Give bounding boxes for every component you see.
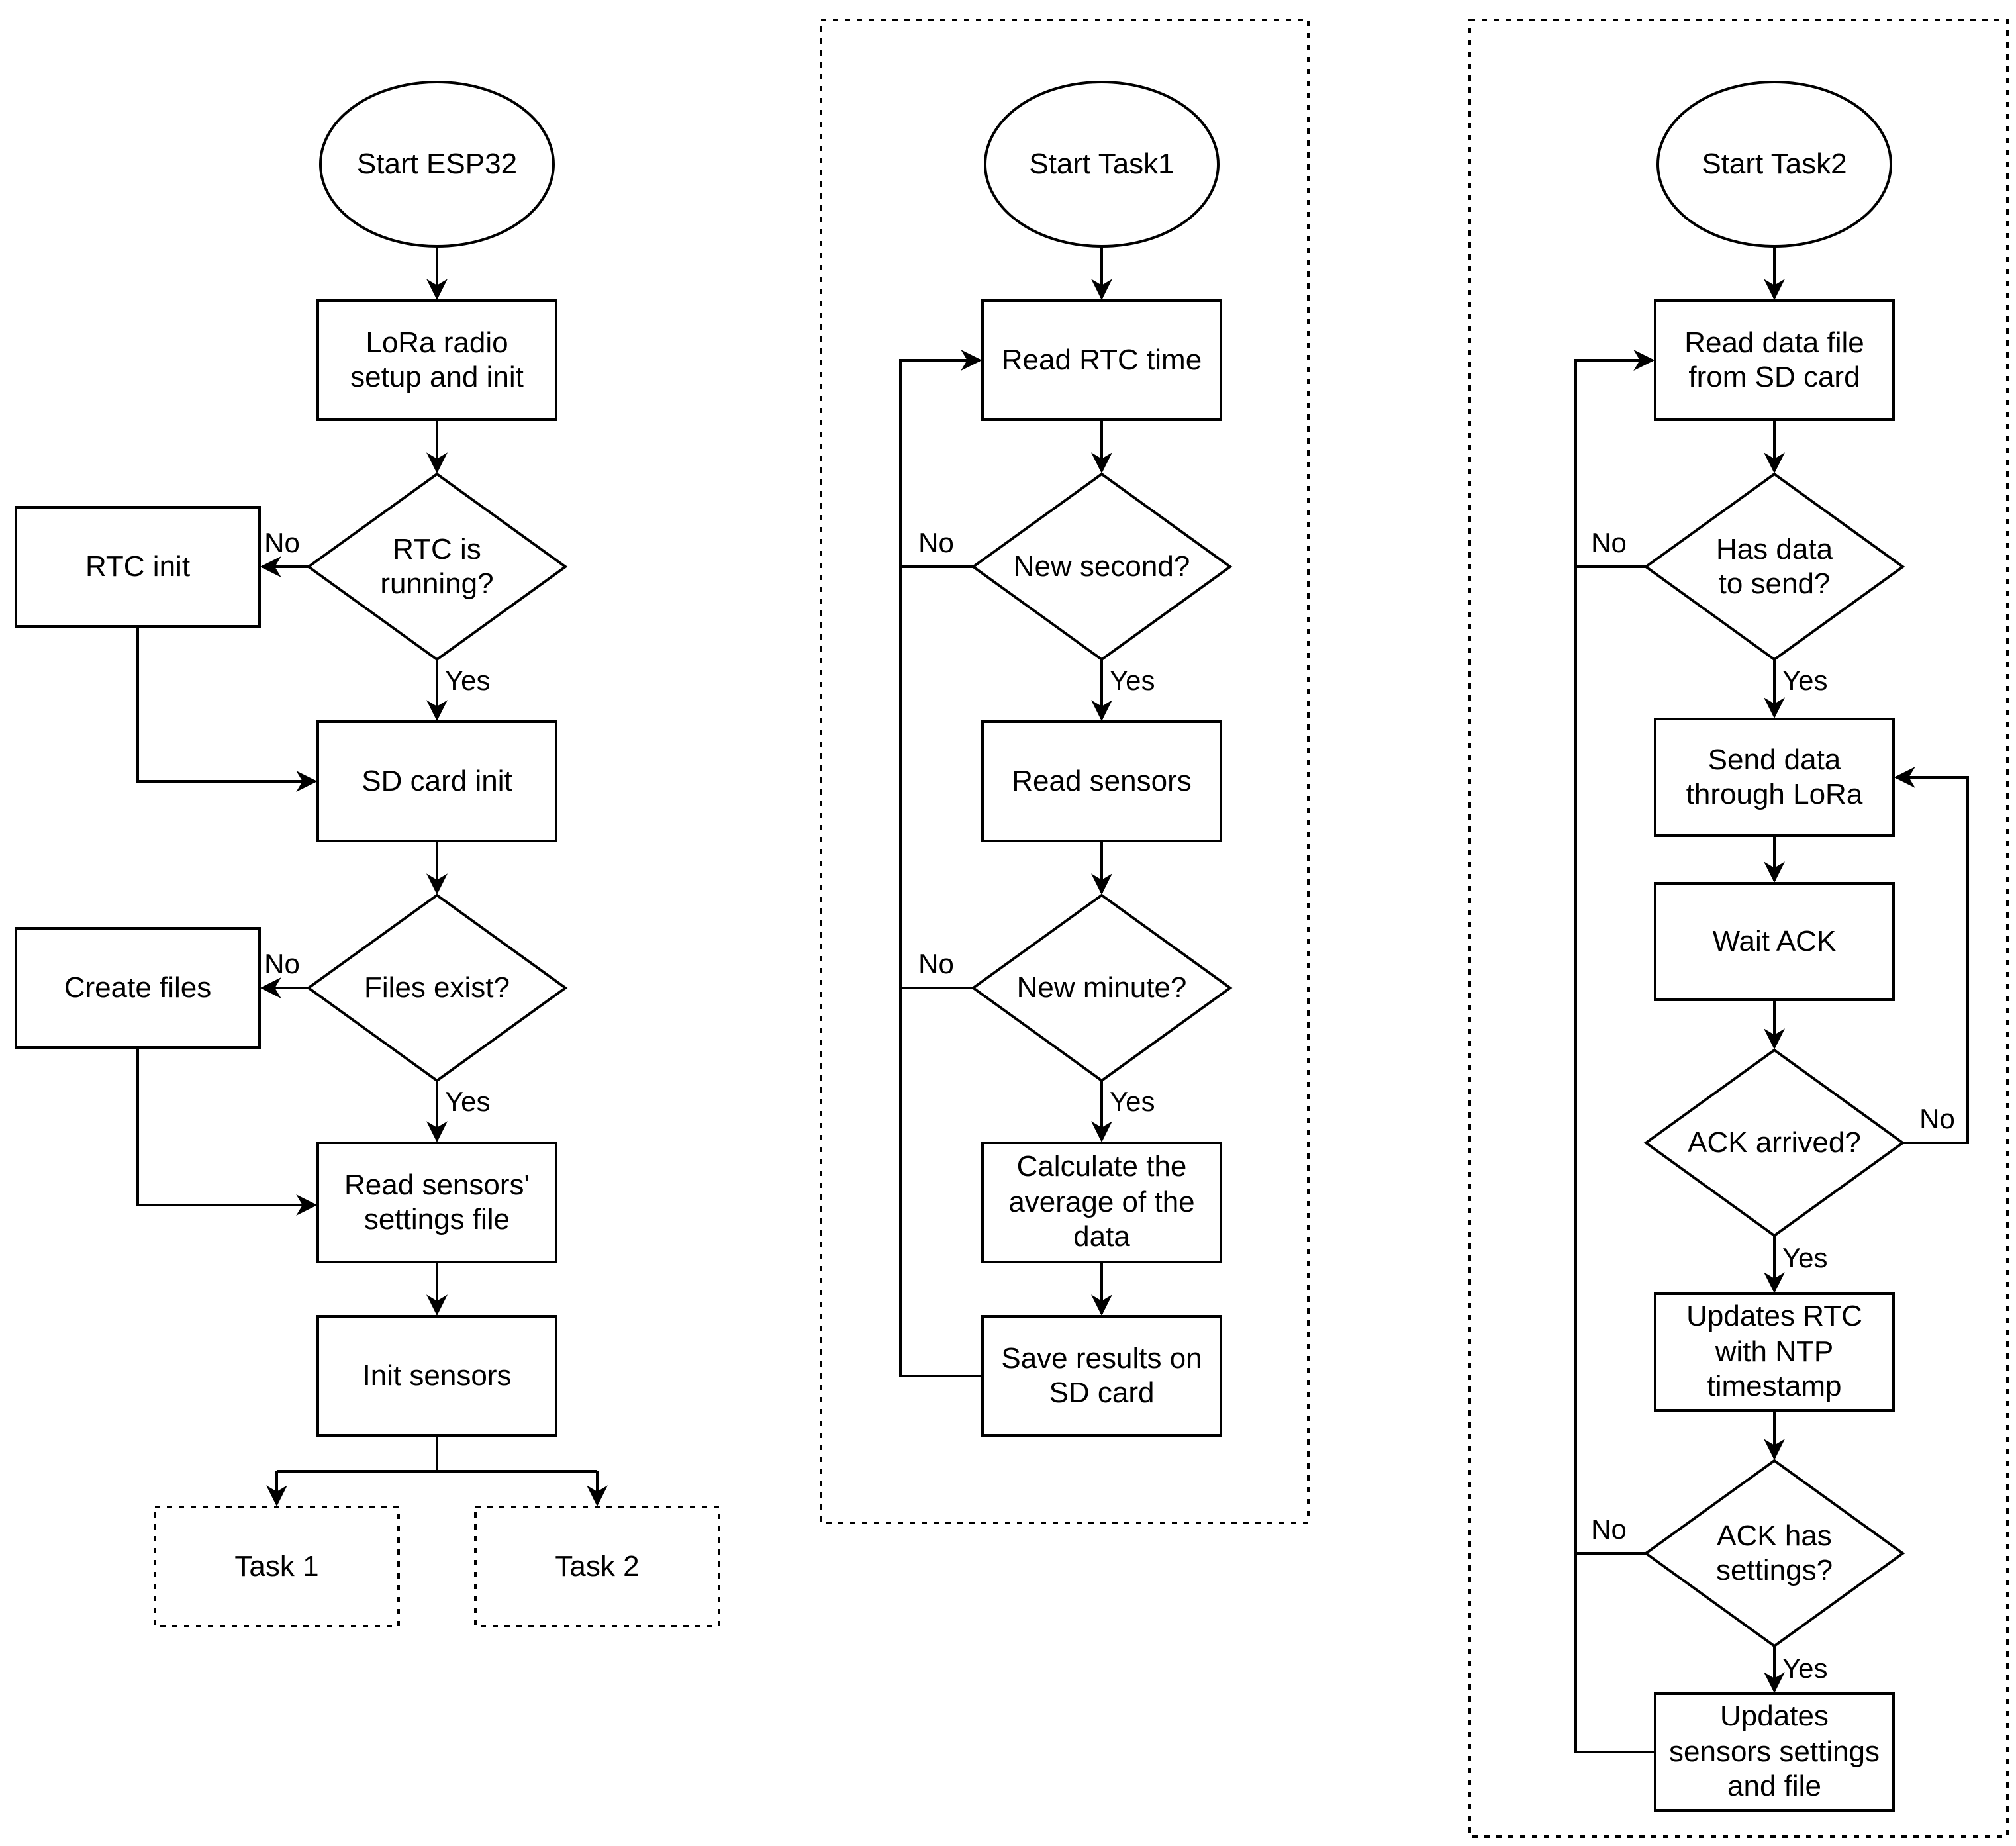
flow3-shapes — [1468, 19, 2009, 1838]
init-sensors-box-shape — [316, 1315, 557, 1437]
read-rtc-box-shape — [981, 299, 1222, 421]
files-exist-diamond-shape — [306, 893, 568, 1083]
lora-setup-box-shape — [316, 299, 557, 421]
edge-init-sensors-split — [277, 1435, 597, 1473]
rtc-init-box-shape — [15, 506, 261, 628]
read-file-box-shape — [1654, 299, 1895, 421]
read-settings-box-shape — [316, 1142, 557, 1263]
task1-dashed-box-shape — [154, 1506, 400, 1627]
edge-rtc-init-to-sd — [136, 626, 318, 792]
wait-ack-box-shape — [1654, 882, 1895, 1001]
start-task1-ellipse-shape — [984, 81, 1220, 248]
sd-card-init-box-shape — [316, 720, 557, 842]
rtc-running-diamond-shape — [306, 472, 568, 661]
edge-create-files-to-read-settings — [136, 1047, 318, 1216]
update-rtc-box-shape — [1654, 1292, 1895, 1412]
start-task2-ellipse-shape — [1656, 81, 1892, 248]
start-esp32-ellipse-shape — [319, 81, 555, 248]
flow2-shapes — [820, 19, 1310, 1524]
edge-update-settings-loop — [1574, 350, 1655, 1753]
edge-ack-arrived-no-loop — [1894, 767, 1969, 1144]
edge-save-loop-to-read-rtc — [899, 350, 983, 1377]
flow1-shapes — [15, 81, 720, 1627]
read-sensors-box-shape — [981, 720, 1222, 842]
save-results-box-shape — [981, 1315, 1222, 1437]
task2-dashed-box-shape — [474, 1506, 720, 1627]
update-settings-box-shape — [1654, 1692, 1895, 1812]
send-data-box-shape — [1654, 718, 1895, 837]
create-files-box-shape — [15, 927, 261, 1049]
calc-avg-box-shape — [981, 1142, 1222, 1263]
